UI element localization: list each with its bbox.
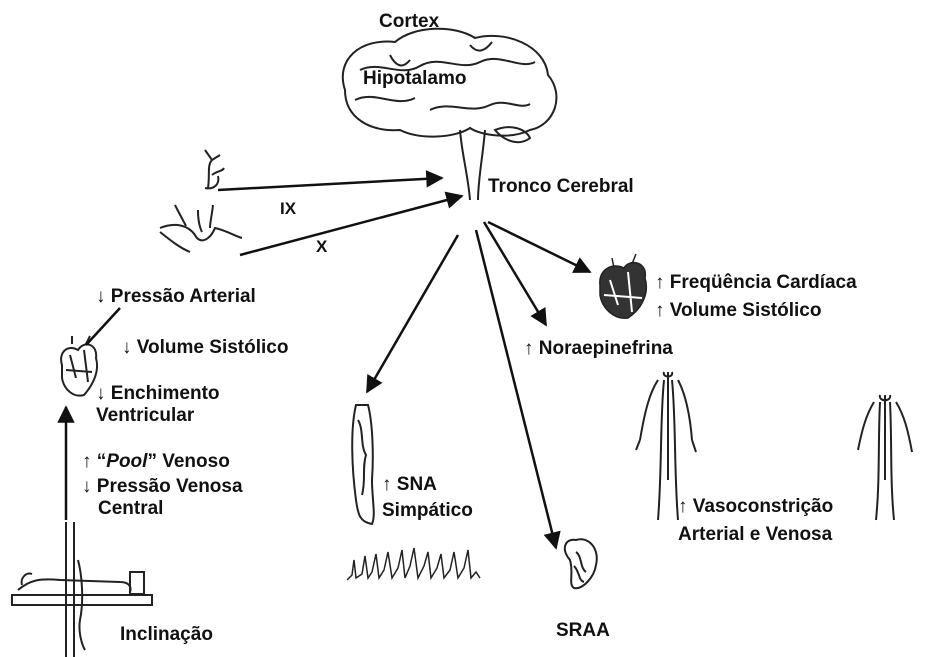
vaso-line1: ↑ Vasoconstrição [678,496,833,518]
enchimento-line1: ↓ Enchimento [96,383,220,405]
pressao-venosa-line1: ↓ Pressão Venosa [82,476,243,498]
label-volume-sistolico-up: ↑ Volume Sistólico [655,300,821,322]
brain-icon [343,29,557,200]
label-nerve-ix: IX [280,198,296,220]
label-sraa: SRAA [556,620,610,642]
label-pool-venoso: ↑ “Pool” Venoso [82,451,230,473]
label-hipotalamo: Hipotalamo [363,68,466,90]
arrow-to-noraepinefrina [484,222,546,325]
label-nerve-x: X [316,236,327,258]
label-inclinacao: Inclinação [120,624,213,646]
kidney-icon [565,539,597,588]
arrow-x [240,196,462,255]
label-vasoconstricao: ↑ Vasoconstrição Arterial e Venosa [678,496,833,546]
enchimento-line2: Ventricular [96,405,220,427]
pressao-venosa-line2: Central [82,498,243,520]
pool-suffix: ” Venoso [147,451,229,472]
arrow-to-sraa [476,230,556,548]
sna-line2: Simpático [382,500,473,522]
label-enchimento-ventricular: ↓ Enchimento Ventricular [96,383,220,427]
aortic-arch-icon [160,205,242,252]
pool-prefix: ↑ “ [82,451,106,472]
carotid-sinus-icon [205,150,224,188]
vaso-line2: Arterial e Venosa [678,524,833,546]
heart-icon [61,336,97,396]
leg-muscle-icon [352,405,374,524]
label-tronco-cerebral: Tronco Cerebral [488,176,634,198]
arrow-ix [218,178,442,190]
nerve-trace-icon [347,548,480,580]
label-volume-sistolico-down: ↓ Volume Sistólico [122,337,288,359]
arrow-to-sna [367,235,458,392]
label-sna-simpatico: ↑ SNA Simpático [382,474,473,522]
label-noraepinefrina: ↑ Noraepinefrina [524,338,673,360]
label-frequencia-cardiaca: ↑ Freqüência Cardíaca [655,272,857,294]
label-pressao-arterial: ↓ Pressão Arterial [96,286,256,308]
pool-word: Pool [106,451,147,472]
arrow-to-heart [488,222,590,272]
label-cortex: Cortex [379,11,439,33]
sna-line1: ↑ SNA [382,474,473,496]
label-pressao-venosa-central: ↓ Pressão Venosa Central [82,476,243,520]
line-heart-to-pressure [86,308,120,345]
heart-icon [600,254,647,318]
